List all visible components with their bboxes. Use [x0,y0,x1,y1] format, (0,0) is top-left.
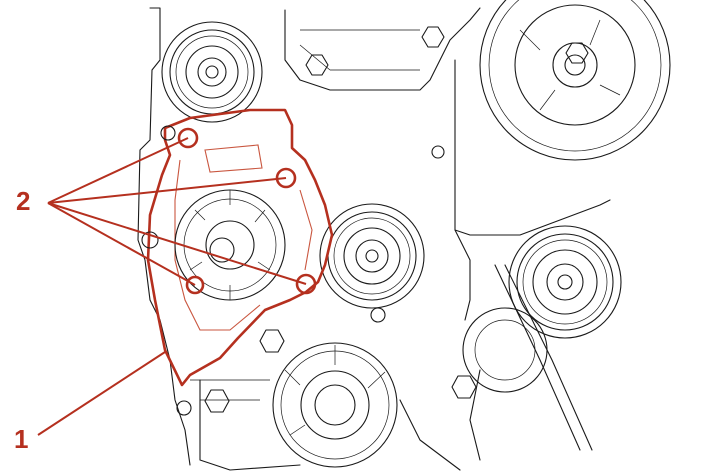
bolt-hole [370,307,386,323]
bolt-hole [176,400,192,416]
bolt-hole [431,145,445,159]
center-idler-pulley [319,203,425,309]
water-pump-housing [146,108,334,387]
pump-bolt-3 [185,275,205,295]
upper-left-pulley [161,21,263,123]
bolt-head [565,42,589,64]
lower-bolts [176,307,477,416]
crankshaft-sprocket [272,342,398,468]
callout-1-label: 1 [14,424,28,454]
pump-bolt-4 [295,273,317,295]
bolt-head [204,389,230,413]
bolt-head [421,26,445,48]
water-pump-highlight [141,108,334,387]
top-bolts [305,26,589,76]
callout-2-leaders [47,137,307,286]
bolt-head [259,329,285,353]
engine-block-outline [137,7,611,471]
bolt-head [305,54,329,76]
bolt-head [451,375,477,399]
callout-2-label: 2 [16,186,30,216]
pump-bolt-1 [177,127,199,149]
right-tensioner-pulley [462,225,622,451]
top-right-sprocket [479,0,671,161]
callout-1-leader [37,351,166,436]
